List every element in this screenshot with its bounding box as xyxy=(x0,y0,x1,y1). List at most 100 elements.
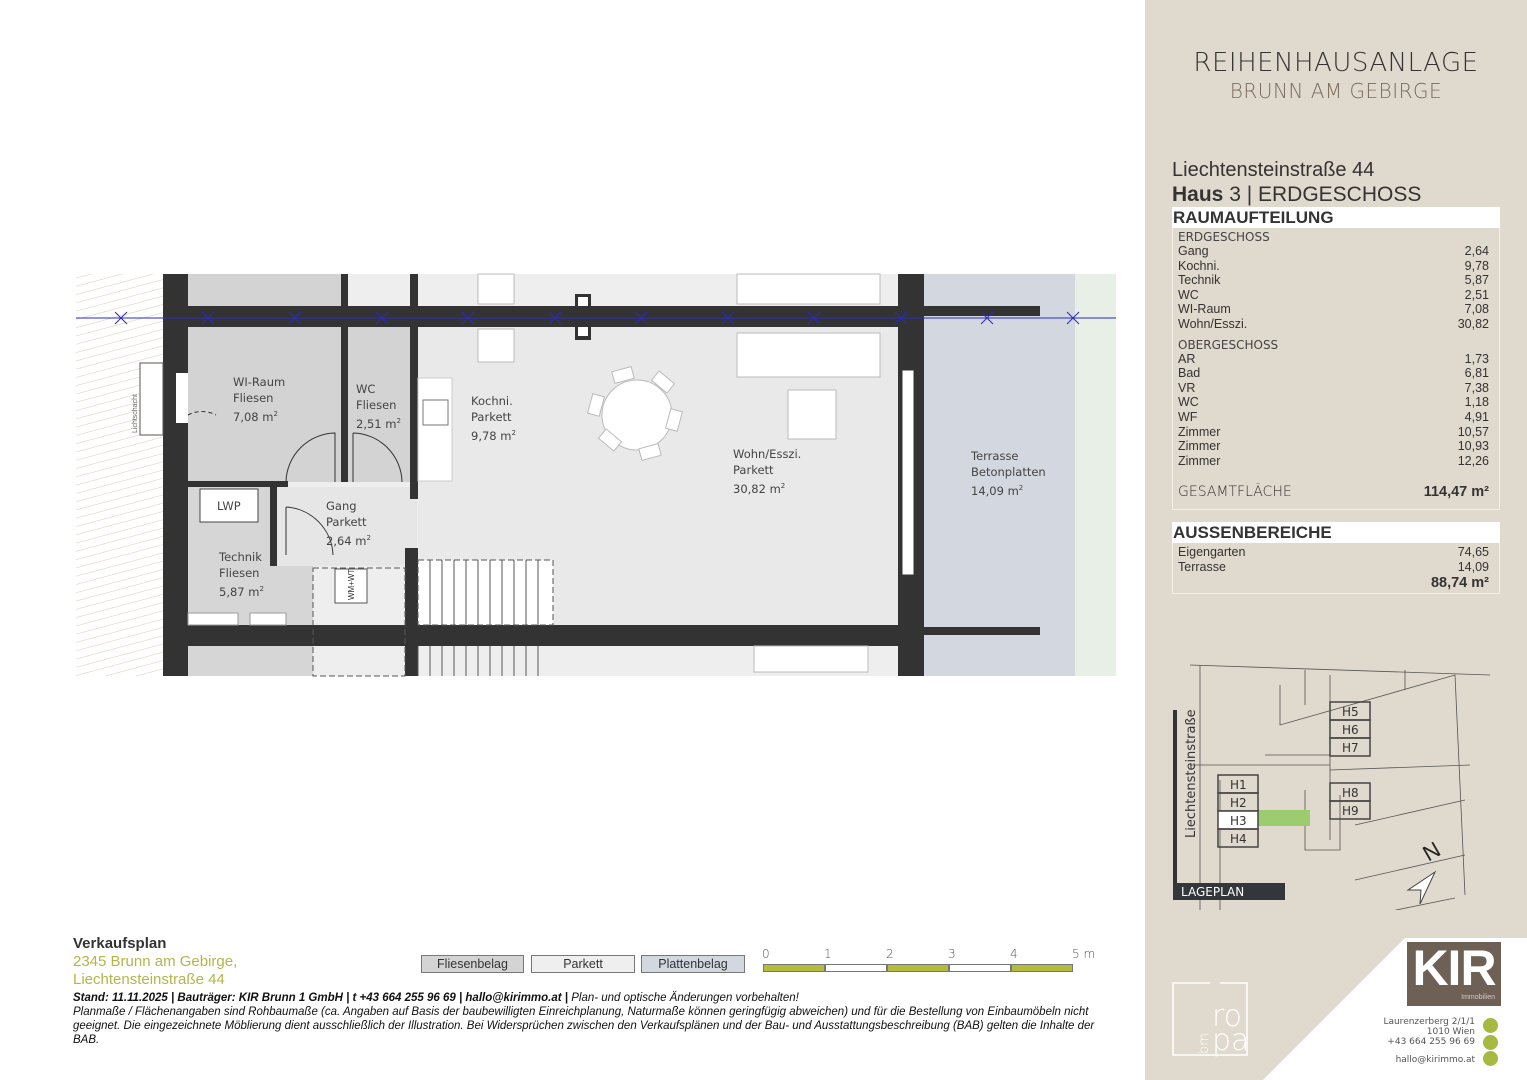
room-row: Terrasse 14,09 xyxy=(1173,560,1499,575)
room-name: Technik xyxy=(1178,273,1221,288)
legend-parkett: Parkett xyxy=(531,955,635,973)
house-label: H7 xyxy=(1342,741,1359,755)
room-area: 12,26 xyxy=(1457,453,1489,468)
kitchen-counter xyxy=(417,377,453,482)
scale-tick-label: 1 xyxy=(824,947,832,961)
axis-marker xyxy=(114,311,128,325)
stove-icon xyxy=(477,328,515,363)
room-name: Gang xyxy=(1178,244,1209,258)
room-area: 9,78 xyxy=(1464,258,1489,273)
coffee-table xyxy=(787,389,837,440)
room-area: 14,09 xyxy=(1457,559,1489,574)
room-area: 10,93 xyxy=(1457,439,1489,454)
room-area: 6,81 xyxy=(1464,366,1489,381)
room-area: 74,65 xyxy=(1457,545,1489,559)
axis-marker xyxy=(894,311,908,325)
floor-plan: Lichtschacht WM+WT xyxy=(76,273,1116,677)
sink-icon xyxy=(422,399,449,426)
room-area: 30,82 xyxy=(1457,316,1489,331)
north-arrow-icon xyxy=(1406,870,1437,905)
h3-garden xyxy=(1258,810,1310,826)
room-name: WC xyxy=(1178,287,1199,302)
room-area: 7,08 xyxy=(1464,302,1489,317)
street-label: Liechtensteinstraße xyxy=(1184,709,1199,838)
north-label: N xyxy=(1418,837,1444,867)
room-wi-raum xyxy=(188,327,343,482)
room-row: Kochni.9,78 xyxy=(1173,259,1499,274)
scale-segment xyxy=(825,964,887,972)
location-icon xyxy=(1483,1018,1498,1033)
scale-tick-label: 4 xyxy=(1010,947,1018,961)
ropa-logo: ro pa bm xyxy=(1172,982,1249,1057)
room-area: 2,51 xyxy=(1464,287,1489,302)
kir-logo: KIR Immobilien xyxy=(1407,942,1501,1006)
stair-label: WM+WT xyxy=(347,569,356,600)
house-label: H9 xyxy=(1342,804,1359,818)
scale-tick-label: 3 xyxy=(948,947,956,961)
room-area: 10,57 xyxy=(1457,424,1489,439)
street-heading: Liechtensteinstraße 44 xyxy=(1172,159,1375,181)
window-lichtschacht xyxy=(139,362,164,436)
scale-segment xyxy=(1011,964,1073,972)
house-label: H6 xyxy=(1342,723,1359,737)
neighbor-top-wi xyxy=(188,274,343,306)
room-name: Zimmer xyxy=(1178,424,1221,439)
room-name: AR xyxy=(1178,351,1196,366)
raumaufteilung-heading: RAUMAUFTEILUNG xyxy=(1172,207,1500,228)
doors xyxy=(187,411,403,556)
room-name: VR xyxy=(1178,380,1196,395)
house-h7 xyxy=(1329,737,1371,757)
scale-tick-label: 0 xyxy=(762,947,770,961)
room-name: Terrasse xyxy=(1178,559,1226,574)
haus-heading: Haus 3 | ERDGESCHOSS xyxy=(1172,183,1422,206)
scale-tick-label: 5 m xyxy=(1072,947,1096,961)
house-label: H5 xyxy=(1342,705,1359,719)
stairs xyxy=(312,559,554,677)
scale-segment xyxy=(763,964,825,972)
room-area: 7,38 xyxy=(1464,380,1489,395)
axis-marker xyxy=(375,311,389,325)
room-name: Bad xyxy=(1178,366,1201,381)
room-name: WI-Raum xyxy=(1178,302,1231,317)
mail-icon xyxy=(1483,1051,1498,1066)
garden-strip-back xyxy=(1075,274,1116,676)
axis-markers xyxy=(114,311,1080,325)
scale-tick-label: 2 xyxy=(886,947,894,961)
room-name: Wohn/Esszi. xyxy=(1178,316,1248,331)
room-row: VR 7,38 xyxy=(1173,381,1499,396)
room-row: WC 2,51 xyxy=(1173,288,1499,303)
project-location: BRUNN AM GEBIRGE xyxy=(1229,79,1443,103)
window-terrace xyxy=(901,369,915,576)
lwp-label: LWP xyxy=(217,499,241,513)
house-label: H1 xyxy=(1230,778,1247,792)
room-row: Eigengarten 74,65 xyxy=(1173,545,1499,560)
axis-marker xyxy=(980,311,994,325)
disclaimer: Planmaße / Flächenangaben sind Rohbaumaß… xyxy=(73,1006,1095,1046)
chairs xyxy=(587,366,683,461)
axis-marker xyxy=(1066,311,1080,325)
sofa xyxy=(736,332,881,378)
room-name: WC xyxy=(1178,395,1199,410)
legend-plattenbelag: Plattenbelag xyxy=(641,955,745,973)
sofa-neighbor xyxy=(736,273,881,305)
outdoor-total: 88,74 m² xyxy=(1430,575,1489,592)
svg-text:bm: bm xyxy=(1197,1033,1212,1054)
info-panel: REIHENHAUSANLAGE BRUNN AM GEBIRGE Liecht… xyxy=(1145,0,1527,1080)
room-name: Eigengarten xyxy=(1178,545,1246,559)
house-label: H3 xyxy=(1230,814,1247,828)
lwp-unit xyxy=(199,488,259,523)
lichtschacht-label: Lichtschacht xyxy=(132,394,139,433)
room-name: Zimmer xyxy=(1178,439,1221,454)
plan-title: Verkaufsplan xyxy=(73,935,167,952)
lageplan-label: LAGEPLAN xyxy=(1181,885,1244,899)
room-area: 1,73 xyxy=(1464,351,1489,366)
